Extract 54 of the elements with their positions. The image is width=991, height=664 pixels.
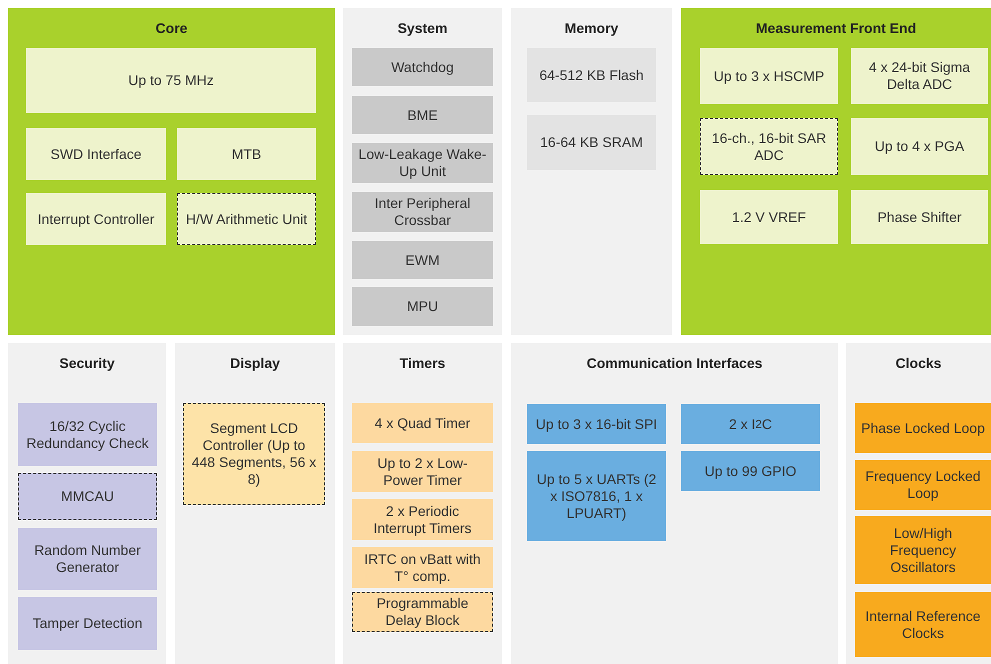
section-panel [846,343,991,664]
feature-block: 16/32 Cyclic Redundancy Check [18,403,157,466]
feature-block: Programmable Delay Block [352,592,493,632]
section-title: Clocks [894,355,942,371]
section-title: Memory [564,20,620,36]
section-title: Display [229,355,281,371]
feature-block: Up to 99 GPIO [681,451,820,491]
feature-block: Low-Leakage Wake-Up Unit [352,143,493,183]
feature-block: Up to 75 MHz [26,48,316,113]
section-title: Core [154,20,188,36]
feature-block: Frequency Locked Loop [855,460,991,510]
feature-block: Interrupt Controller [26,193,166,245]
feature-block: 16-64 KB SRAM [527,115,656,170]
section-panel [511,343,838,664]
feature-block: BME [352,96,493,134]
section-panel [511,8,672,335]
feature-block: Phase Locked Loop [855,403,991,453]
feature-block: Phase Shifter [851,190,988,244]
feature-block: SWD Interface [26,128,166,180]
feature-block: Low/High Frequency Oscillators [855,516,991,584]
feature-block: Up to 5 x UARTs (2 x ISO7816, 1 x LPUART) [527,451,666,541]
section-panel [343,343,502,664]
feature-block: Random Number Generator [18,528,157,590]
feature-block: Inter Peripheral Crossbar [352,192,493,232]
feature-block: MTB [177,128,316,180]
feature-block: 1.2 V VREF [700,190,838,244]
feature-block: 4 x Quad Timer [352,403,493,443]
section-panel [8,343,166,664]
section-title: Communication Interfaces [586,355,764,371]
feature-block: 64-512 KB Flash [527,48,656,102]
feature-block: Up to 4 x PGA [851,118,988,175]
section-panel [681,8,991,335]
feature-block: IRTC on vBatt with T° comp. [352,547,493,588]
feature-block: Up to 3 x 16-bit SPI [527,404,666,444]
section-title: Security [58,355,116,371]
feature-block: EWM [352,241,493,279]
feature-block: Up to 2 x Low-Power Timer [352,451,493,492]
feature-block: 4 x 24-bit Sigma Delta ADC [851,48,988,104]
feature-block: H/W Arithmetic Unit [177,193,316,245]
section-panel [343,8,502,335]
feature-block: Segment LCD Controller (Up to 448 Segments, 56 x 8) [183,403,325,505]
section-title: Timers [398,355,446,371]
feature-block: Watchdog [352,48,493,86]
feature-block: Internal Reference Clocks [855,592,991,657]
section-panel [175,343,335,664]
feature-block: 16-ch., 16-bit SAR ADC [700,118,838,175]
feature-block: Up to 3 x HSCMP [700,48,838,104]
feature-block: Tamper Detection [18,597,157,650]
section-title: Measurement Front End [754,20,918,36]
feature-block: MMCAU [18,473,157,520]
feature-block: MPU [352,287,493,326]
section-panel [8,8,335,335]
feature-block: 2 x Periodic Interrupt Timers [352,499,493,540]
section-title: System [396,20,448,36]
